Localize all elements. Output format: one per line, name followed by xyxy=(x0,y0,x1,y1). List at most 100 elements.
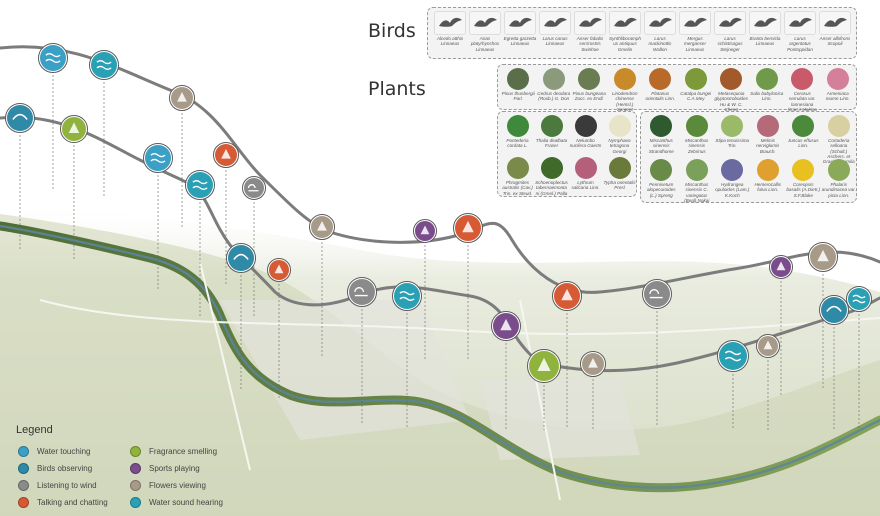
water-glyph xyxy=(150,153,166,163)
legend-label: Listening to wind xyxy=(37,481,97,490)
wind-marker xyxy=(347,277,377,307)
plant-species-item: Thalia dealbata Fraser xyxy=(535,115,568,149)
plant-species-item: Pinus thunbergii Parl. xyxy=(501,68,536,102)
bird-icon xyxy=(7,105,33,131)
plant-species-item: Hemerocallis fulva Linn. xyxy=(751,159,786,193)
plant-species-name: Platanus orientalis Linn. xyxy=(645,91,676,102)
bird-species-name: Larus mackinottis Wallon xyxy=(648,36,672,52)
plant-photo-icon xyxy=(574,157,597,179)
plant-species-item: Hydrangea opuloides (Lam.) K.Koch xyxy=(715,159,750,198)
plant-species-name: Cedrus deodara (Roxb.) G. Don xyxy=(537,91,571,102)
legend-label: Birds observing xyxy=(37,464,93,473)
plant-species-item: Typha orientalis Presl xyxy=(603,157,636,191)
plant-species-name: Nymphaea tetragona Georgi xyxy=(608,138,631,154)
road xyxy=(199,261,251,471)
bird-icon xyxy=(228,245,254,271)
flowers-marker xyxy=(756,334,780,358)
bird-species-item: Larus mackinottis Wallon xyxy=(643,11,677,52)
talk-marker xyxy=(453,213,483,243)
bird-icon xyxy=(609,11,641,35)
talk-marker xyxy=(213,142,239,168)
bird-species-item: Anser albifrons Scopoli xyxy=(818,11,852,47)
plant-species-item: Pontederia cordata L. xyxy=(501,115,534,149)
plant-photo-icon xyxy=(608,157,631,179)
legend-label: Flowers viewing xyxy=(149,481,206,490)
plant-species-item: Nymphaea tetragona Georgi xyxy=(603,115,636,154)
bird-species-item: Larus argentatus Pontoppidan xyxy=(783,11,817,52)
water-icon xyxy=(145,145,171,171)
flowers-icon xyxy=(130,480,141,491)
fragrance-glyph xyxy=(537,357,551,371)
sound-glyph xyxy=(96,60,112,70)
sound-icon xyxy=(394,283,420,309)
legend-label: Sports playing xyxy=(149,464,200,473)
flowers-marker xyxy=(580,351,606,377)
sound-icon xyxy=(187,172,213,198)
plant-species-name: Catalpa bungei C.A.Mey xyxy=(680,91,712,102)
legend-item-bird: Birds observing xyxy=(18,463,92,474)
sound-glyph xyxy=(852,294,866,304)
road xyxy=(519,299,561,501)
plant-photo-icon xyxy=(650,115,673,137)
bird-species-name: Anas platyrhynchos Linnaeus xyxy=(470,36,500,52)
talk-marker xyxy=(267,258,291,282)
plant-species-item: Nelumbo nucifera Gaertn xyxy=(569,115,602,149)
bird-species-name: Larus argentatus Pontoppidan xyxy=(787,36,813,52)
water-marker xyxy=(38,43,68,73)
wind-icon xyxy=(18,480,29,491)
plant-species-item: Melinis nerviglumis Brauch. xyxy=(751,115,786,154)
plants-heading: Plants xyxy=(368,78,426,100)
sound-icon xyxy=(91,52,117,78)
plant-species-name: Cerasus serrulata var. lannesiana (Carr.… xyxy=(787,91,817,112)
plant-photo-icon xyxy=(720,68,743,90)
plant-photo-icon xyxy=(649,68,672,90)
bird-species-name: Anser fabalis serrirostris Swinhoe xyxy=(576,36,604,52)
plants-wetland-panel: Pontederia cordata L.Thalia dealbata Fra… xyxy=(497,111,637,197)
sports-glyph xyxy=(776,261,786,271)
flowers-glyph xyxy=(177,91,187,102)
talk-glyph xyxy=(221,148,231,159)
sports-icon xyxy=(130,463,141,474)
sound-icon xyxy=(719,342,747,370)
plant-photo-icon xyxy=(826,68,849,90)
bird-icon xyxy=(784,11,816,35)
sound-marker xyxy=(89,50,119,80)
plant-species-name: Metasequoia glyptostroboides Hu & W. C. … xyxy=(714,91,748,112)
plant-species-item: Metasequoia glyptostroboides Hu & W. C. … xyxy=(714,68,749,112)
plant-photo-icon xyxy=(685,159,708,181)
plant-photo-icon xyxy=(827,159,850,181)
bird-species-name: Branta bernicla Linnaeus xyxy=(749,36,781,47)
bird-species-name: Larus canus Linnaeus xyxy=(542,36,568,47)
sound-marker xyxy=(846,286,872,312)
sound-marker xyxy=(717,340,749,372)
wind-icon xyxy=(244,178,264,198)
sound-glyph xyxy=(724,350,742,362)
legend-label: Talking and chatting xyxy=(37,498,108,507)
plant-species-name: Melinis nerviglumis Brauch. xyxy=(756,138,780,154)
bird-species-item: Synthliboramphus antiquus Gmelin xyxy=(608,11,642,52)
water-glyph xyxy=(45,53,61,63)
legend-label: Water sound hearing xyxy=(149,498,223,507)
flowers-glyph xyxy=(817,249,829,262)
plant-photo-icon xyxy=(542,68,565,90)
plant-species-item: Schoenoplectus tabernaemontani (Gmel.) P… xyxy=(535,157,568,196)
legend-label: Fragrance smelling xyxy=(149,447,218,456)
plant-species-item: Armeniaca mume Linn. xyxy=(821,68,856,102)
legend-item-sports: Sports playing xyxy=(130,463,200,474)
sports-marker xyxy=(769,255,793,279)
plant-species-name: Phragmites australis (Cav.) Trin. ex Ste… xyxy=(502,180,533,196)
bird-icon xyxy=(819,11,851,35)
plant-photo-icon xyxy=(506,157,529,179)
plant-species-name: Coreopsis basalis (A.Dietr.) S.F.Blake xyxy=(786,182,821,198)
plant-species-item: Cortaderia selloana (Schult.) Aschers. e… xyxy=(822,115,857,164)
wind-icon xyxy=(349,279,375,305)
wind-glyph xyxy=(649,289,663,299)
fragrance-marker xyxy=(60,115,88,143)
sports-glyph xyxy=(420,225,430,235)
river-water xyxy=(0,224,880,489)
plant-species-name: Pinus bungeana Zucc. ex Endl. xyxy=(572,91,606,102)
bird-marker xyxy=(226,243,256,273)
bird-icon xyxy=(574,11,606,35)
